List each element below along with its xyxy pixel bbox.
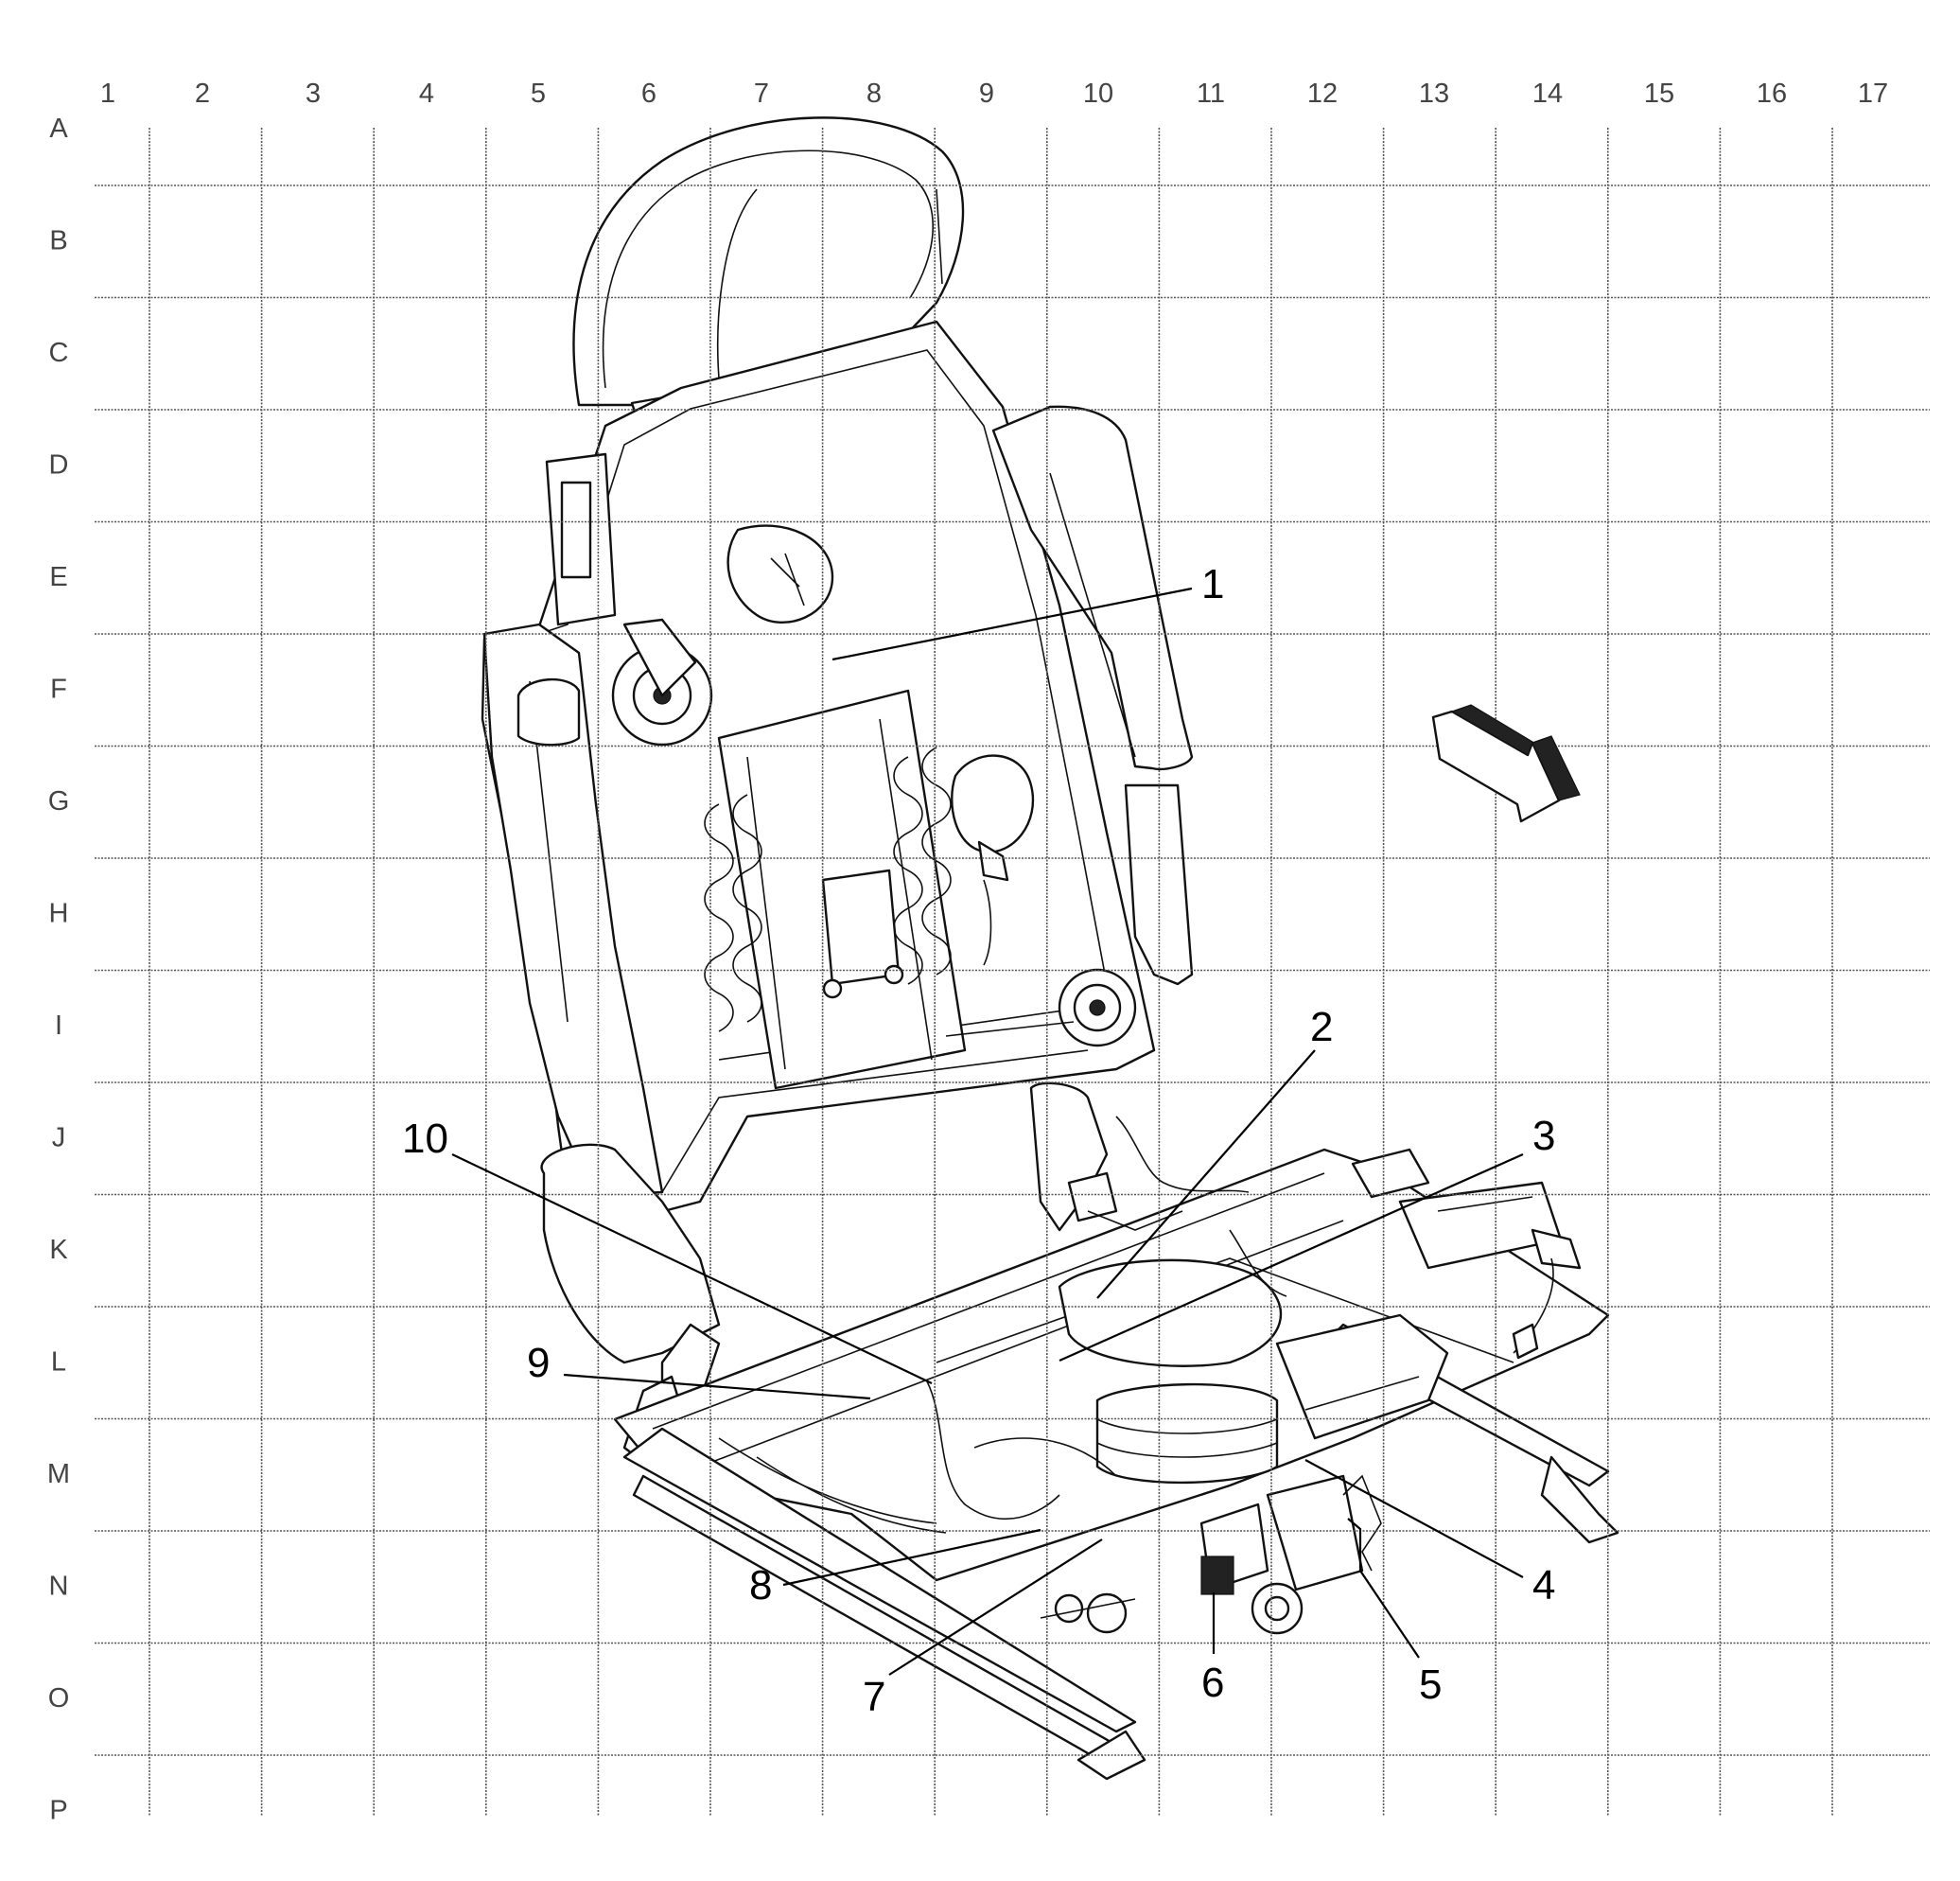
row-label: C: [49, 338, 69, 368]
callout-7: 7: [863, 1674, 885, 1720]
column-label: 16: [1757, 79, 1787, 109]
row-labels: A B C D E F G H I J K L M N O P: [47, 114, 70, 1826]
column-label: 14: [1532, 79, 1563, 109]
callout-5: 5: [1419, 1661, 1442, 1708]
column-label: 1: [100, 79, 115, 109]
row-label: F: [50, 675, 67, 705]
callout-1: 1: [1201, 561, 1224, 607]
column-label: 12: [1307, 79, 1338, 109]
row-label: M: [47, 1459, 70, 1489]
column-label: 13: [1419, 79, 1449, 109]
callout-10: 10: [402, 1116, 448, 1162]
column-label: 11: [1197, 79, 1225, 109]
reference-grid: [95, 128, 1930, 1817]
leader-9: [563, 1373, 871, 1400]
row-label: B: [49, 226, 67, 256]
wire-harness: [718, 1116, 1287, 1534]
row-label: E: [49, 562, 67, 592]
column-label: 8: [866, 79, 882, 109]
leader-10: [451, 1153, 933, 1384]
callout-8: 8: [749, 1562, 772, 1609]
leader-1: [831, 587, 1193, 661]
callout-labels: 1 2 3 4 5 6 7 8 9 10: [402, 561, 1555, 1720]
callout-3: 3: [1532, 1113, 1555, 1159]
column-label: 7: [754, 79, 769, 109]
row-label: A: [49, 114, 68, 144]
seat-control-module: [1275, 1148, 1582, 1440]
column-label: 6: [641, 79, 656, 109]
row-label: D: [49, 450, 69, 481]
callout-leaders: [451, 587, 1524, 1676]
callout-4: 4: [1532, 1562, 1555, 1609]
cushion-side-bracket: [1029, 1081, 1183, 1232]
callout-6: 6: [1201, 1660, 1224, 1706]
column-label: 2: [195, 79, 210, 109]
right-side-panel: [991, 405, 1194, 986]
leader-4: [1304, 1459, 1524, 1578]
leader-2: [1096, 1049, 1316, 1299]
lumbar-actuator: [951, 754, 1034, 966]
row-label: N: [49, 1572, 69, 1602]
row-label: G: [48, 786, 70, 817]
column-label: 15: [1644, 79, 1674, 109]
callout-9: 9: [527, 1340, 550, 1386]
callout-2: 2: [1310, 1004, 1333, 1050]
row-label: L: [51, 1347, 66, 1378]
adjuster-motors: [1040, 1474, 1382, 1635]
forward-direction-arrow-icon: [1431, 704, 1581, 823]
leader-7: [888, 1538, 1103, 1676]
seat-assembly-illustration: [481, 116, 1619, 1781]
column-label: 9: [979, 79, 994, 109]
leader-5: [1347, 1518, 1420, 1659]
row-label: K: [49, 1235, 68, 1265]
suspension-mat: [704, 689, 967, 1090]
recliner-pivot: [945, 968, 1137, 1047]
lumbar-motor: [611, 524, 834, 747]
leader-3: [1059, 1152, 1524, 1362]
leader-8: [782, 1528, 1041, 1587]
row-label: O: [48, 1683, 70, 1714]
row-label: J: [52, 1123, 66, 1153]
column-label: 17: [1858, 79, 1888, 109]
column-label: 4: [419, 79, 434, 109]
column-label: 3: [306, 79, 321, 109]
row-label: H: [49, 899, 69, 929]
row-label: P: [49, 1796, 67, 1826]
column-label: 5: [531, 79, 546, 109]
row-label: I: [55, 1011, 62, 1041]
column-label: 10: [1083, 79, 1113, 109]
